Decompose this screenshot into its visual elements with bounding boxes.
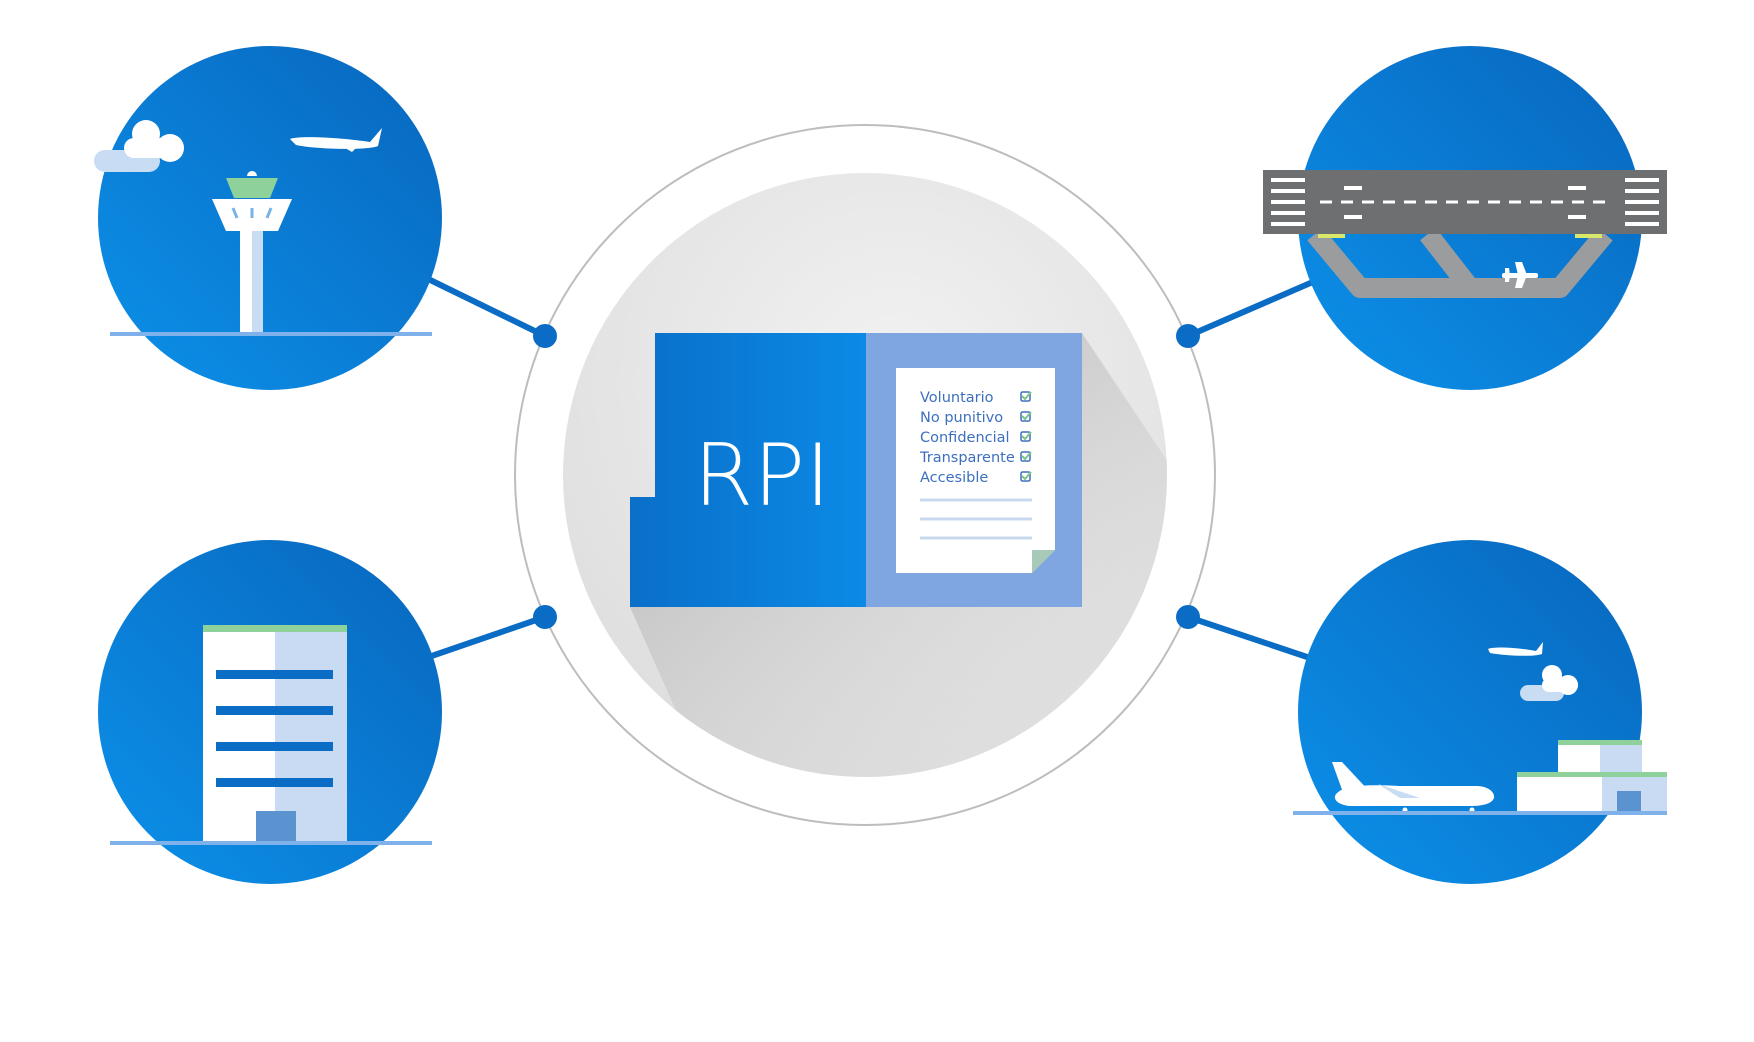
bubble-bottom-right (1298, 540, 1642, 884)
connector-lines (417, 272, 1325, 665)
airplane-icon (1502, 262, 1538, 288)
runway-touchdown-marks (1344, 186, 1586, 219)
checklist-item: No punitivo (920, 410, 1032, 426)
connector-bottom-right (1185, 614, 1325, 665)
checkmark-icon (1021, 391, 1032, 401)
connector-dot-bottom-right (1176, 605, 1200, 629)
checklist-item: Voluntario (920, 390, 1032, 406)
runway-threshold-left (1271, 178, 1305, 226)
checklist-item: Confidencial (920, 430, 1032, 446)
building-window-bands (216, 670, 333, 787)
airliner-icon (1332, 762, 1495, 813)
building-door (256, 811, 296, 843)
connector-top-right (1185, 275, 1325, 339)
connector-dot-top-left (533, 324, 557, 348)
checkbox-checked-icon (1020, 451, 1031, 462)
checklist-item-label: Transparente (919, 450, 1015, 466)
sheet-lines (920, 498, 1032, 540)
tower-cab (226, 178, 278, 198)
sheet-folded-corner (1032, 550, 1055, 573)
checklist-item: Transparente (919, 450, 1032, 466)
checkmark-icon (1021, 471, 1032, 481)
airport-terminal-icon (1293, 642, 1667, 815)
cloud-icon (94, 120, 184, 172)
node-runway (1263, 46, 1667, 390)
node-airport-terminal (1293, 540, 1667, 884)
node-control-tower (94, 46, 442, 390)
sheet-paper (896, 368, 1055, 573)
checklist-item-label: Confidencial (920, 430, 1010, 446)
airplane-icon (1488, 642, 1543, 656)
building-roof (203, 625, 347, 632)
checkmark-icon (1021, 411, 1032, 421)
checklist-item: Accesible (920, 470, 1032, 486)
folder-title: RPI (694, 426, 831, 526)
checkmark-icon (1021, 451, 1032, 461)
checkmark-icon (1021, 431, 1032, 441)
checklist-item-label: No punitivo (920, 410, 1003, 426)
tower-shaft (240, 231, 252, 333)
tower-antenna (247, 171, 257, 176)
terminal-door (1617, 791, 1641, 813)
checklist-item-label: Voluntario (920, 390, 994, 406)
terminal-building (1517, 740, 1667, 813)
checkbox-checked-icon (1020, 431, 1031, 442)
checkbox-checked-icon (1020, 471, 1031, 482)
runway-icon (1263, 170, 1667, 298)
connector-top-left (417, 272, 548, 339)
checklist-item-label: Accesible (920, 470, 988, 486)
checklist-sheet: Voluntario No punitivoConfidencialTranspa… (896, 368, 1055, 573)
rpi-folder: RPI Voluntario No punitivoConfidencialTra… (630, 333, 1082, 607)
connector-dots (533, 324, 1200, 629)
cloud-icon (1520, 665, 1578, 701)
connector-dot-top-right (1176, 324, 1200, 348)
connector-dot-bottom-left (533, 605, 557, 629)
checkbox-checked-icon (1020, 391, 1031, 402)
connector-bottom-left (417, 614, 548, 663)
folder-front (630, 333, 866, 607)
node-office-building (98, 540, 442, 884)
office-building-icon (110, 625, 432, 845)
checkbox-checked-icon (1020, 411, 1031, 422)
control-tower-icon (94, 120, 432, 336)
checklist-rows: Voluntario No punitivoConfidencialTranspa… (919, 390, 1032, 486)
runway-threshold-right (1625, 178, 1659, 226)
airplane-icon (290, 128, 382, 152)
